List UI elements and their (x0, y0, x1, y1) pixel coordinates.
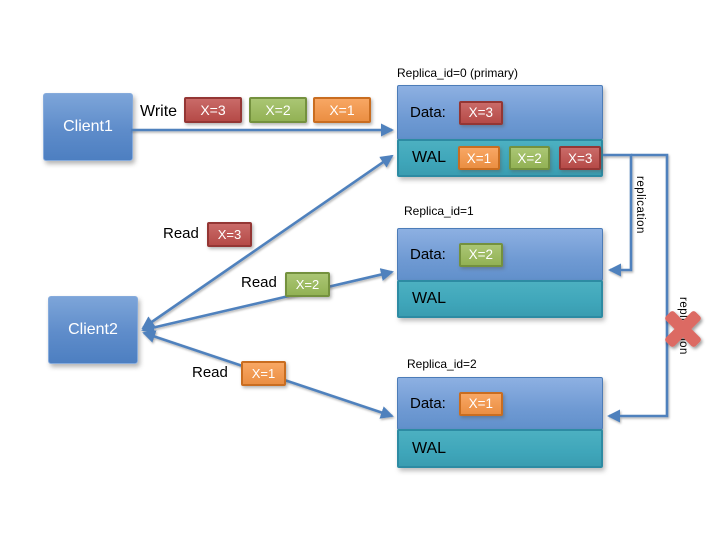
replication-label-1: replication (634, 176, 646, 234)
replica2-data-section: Data: X=1 (397, 377, 603, 430)
replica0-wal-section: WAL X=1 X=2 X=3 (397, 139, 603, 177)
replica2-wal-label: WAL (412, 439, 447, 457)
replica0-wal-badge-x1: X=1 (458, 146, 500, 170)
read-arrow-primary-wal (141, 154, 394, 330)
replica0-data-section: Data: X=3 (397, 85, 603, 140)
replica1-data-label: Data: (410, 246, 446, 263)
replica0-title: Replica_id=0 (primary) (397, 66, 519, 80)
replica2-box: Data: X=1 WAL (397, 377, 603, 468)
read-badge-x3: X=3 (207, 222, 252, 247)
write-badge-x2: X=2 (249, 97, 307, 123)
replica0-wal-label: WAL (412, 149, 447, 166)
replica0-wal-badge-x3: X=3 (559, 146, 601, 170)
read-label-3: Read (192, 364, 228, 381)
replica2-title: Replica_id=2 (407, 357, 477, 371)
client1-box: Client1 (43, 93, 133, 161)
replica2-data-label: Data: (410, 395, 446, 412)
read-label-1: Read (163, 225, 199, 242)
write-badge-x1: X=1 (313, 97, 371, 123)
write-label: Write (140, 103, 178, 120)
replica2-wal-section: WAL (397, 429, 603, 468)
replica2-data-badge: X=1 (458, 391, 503, 416)
replica1-box: Data: X=2 WAL (397, 228, 603, 318)
replica1-wal-section: WAL (397, 280, 603, 318)
replica0-box: Data: X=3 WAL X=1 X=2 X=3 (397, 85, 603, 177)
replica1-title: Replica_id=1 (404, 204, 474, 218)
replica0-wal-badge-x2: X=2 (508, 146, 551, 170)
read-badge-x1: X=1 (241, 361, 286, 386)
replica1-data-badge: X=2 (458, 242, 503, 267)
client2-label: Client2 (68, 321, 118, 338)
replication-line-to-replica1 (603, 153, 633, 277)
client1-label: Client1 (63, 118, 113, 135)
read-label-2: Read (241, 274, 277, 291)
client2-box: Client2 (48, 296, 138, 364)
replica1-wal-label: WAL (412, 290, 447, 307)
replication-label-2: replication (677, 297, 689, 355)
replica0-data-label: Data: (410, 104, 446, 121)
read-badge-x2: X=2 (285, 272, 330, 297)
replica1-data-section: Data: X=2 (397, 228, 603, 281)
write-badge-x3: X=3 (184, 97, 242, 123)
replica0-data-badge: X=3 (458, 100, 503, 125)
